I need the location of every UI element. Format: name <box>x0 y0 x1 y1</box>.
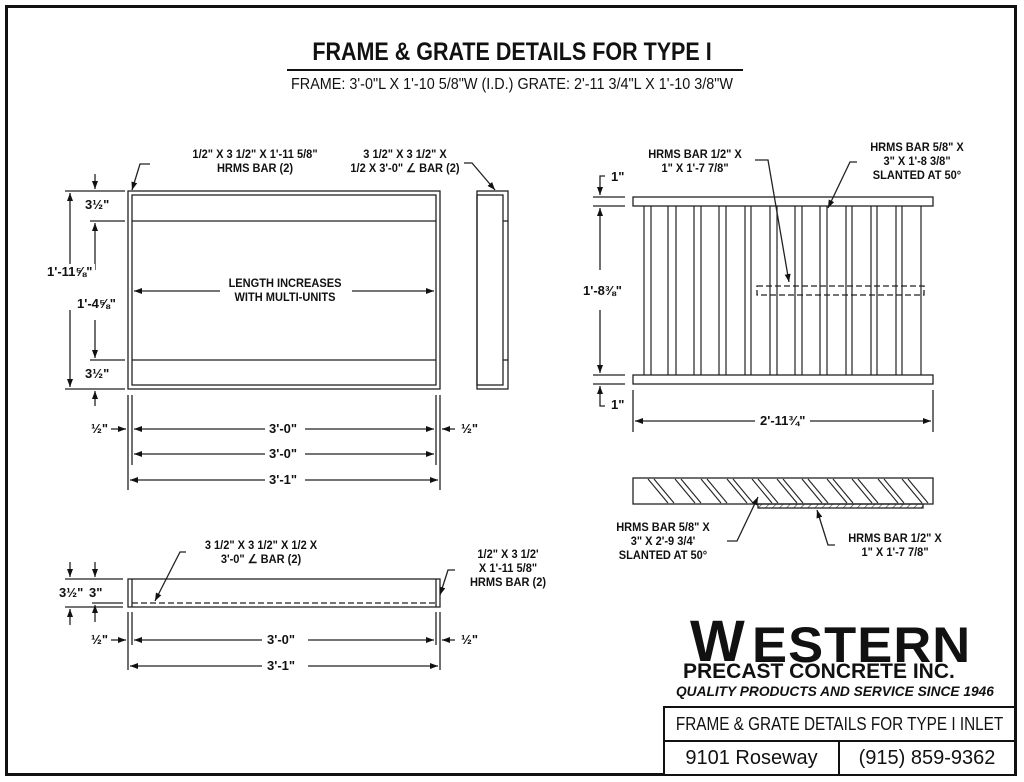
dim-grate-length: 2'-11¾" <box>757 413 809 428</box>
callout-line: HRMS BAR 5/8" X <box>616 520 710 534</box>
frame-plan-angle-bar-callout: 3 1/2" X 3 1/2" X 1/2 X 3'-0" ∠ BAR (2) <box>345 147 465 175</box>
drawing-title: FRAME & GRATE DETAILS FOR TYPE I <box>312 38 712 66</box>
note-line: WITH MULTI-UNITS <box>234 290 336 304</box>
dim-right-gap: ½" <box>458 421 482 436</box>
callout-line: HRMS BAR 1/2" X <box>848 531 942 545</box>
dim-inner-width: 1'-4⅝" <box>74 296 119 311</box>
grate-plan-slanted-bar-callout: HRMS BAR 5/8" X 3" X 1'-8 3/8" SLANTED A… <box>862 140 972 182</box>
dim-elev-right-gap: ½" <box>458 632 482 647</box>
callout-line: SLANTED AT 50° <box>618 548 708 562</box>
dim-inner-length: 3'-0" <box>266 421 301 436</box>
callout-line: HRMS BAR 1/2" X <box>648 147 742 161</box>
callout-line: SLANTED AT 50° <box>872 168 962 182</box>
dim-top-flange: 3½" <box>82 197 113 212</box>
callout-line: HRMS BAR 5/8" X <box>870 140 964 154</box>
frame-elevation-hrms-bar-callout: 1/2" X 3 1/2' X 1'-11 5/8" HRMS BAR (2) <box>462 547 554 589</box>
callout-line: 1" X 1'-7 7/8" <box>661 161 729 175</box>
dim-overall-length: 3'-1" <box>266 472 301 487</box>
frame-elevation-angle-bar-callout: 3 1/2" X 3 1/2" X 1/2 X 3'-0" ∠ BAR (2) <box>192 538 330 566</box>
logo-w-mark: W <box>690 609 745 674</box>
dim-elev-overall-length: 3'-1" <box>264 658 299 673</box>
grate-plan-cross-bar-callout: HRMS BAR 1/2" X 1" X 1'-7 7/8" <box>635 147 755 175</box>
logo-wordmark: ESTERN <box>752 617 972 673</box>
grate-section-cross-bar-callout: HRMS BAR 1/2" X 1" X 1'-7 7/8" <box>840 531 950 559</box>
frame-plan-view <box>65 162 509 490</box>
dim-grate-bottom-bar: 1" <box>608 397 628 412</box>
grate-section-slanted-bar-callout: HRMS BAR 5/8" X 3" X 2'-9 3/4' SLANTED A… <box>603 520 723 562</box>
callout-line: 1/2 X 3'-0" ∠ BAR (2) <box>350 161 460 175</box>
callout-line: 3'-0" ∠ BAR (2) <box>220 552 302 566</box>
dim-length: 3'-0" <box>266 446 301 461</box>
frame-plan-hrms-bar-callout: 1/2" X 3 1/2" X 1'-11 5/8" HRMS BAR (2) <box>149 147 361 175</box>
callout-line: 3" X 2'-9 3/4' <box>630 534 696 548</box>
frame-elevation-view <box>65 551 455 670</box>
company-name: PRECAST CONCRETE INC. <box>683 660 955 683</box>
callout-line: 3 1/2" X 3 1/2" X <box>363 147 447 161</box>
dim-grate-top-bar: 1" <box>608 169 628 184</box>
callout-line: 1/2" X 3 1/2" X 1'-11 5/8" <box>192 147 318 161</box>
callout-line: 3" X 1'-8 3/8" <box>883 154 951 168</box>
title-block-title-text: FRAME & GRATE DETAILS FOR TYPE I INLET <box>675 713 1004 734</box>
grate-section-view <box>632 477 934 546</box>
callout-line: 3 1/2" X 3 1/2" X 1/2 X <box>204 538 318 552</box>
grate-plan-view <box>593 159 934 432</box>
title-block-address: 9101 Roseway <box>663 740 840 776</box>
callout-line: 1" X 1'-7 7/8" <box>861 545 929 559</box>
dim-left-gap: ½" <box>88 421 112 436</box>
dim-elev-length: 3'-0" <box>264 632 299 647</box>
dim-grate-height: 1'-8⅜" <box>580 283 625 298</box>
callout-line: HRMS BAR (2) <box>216 161 294 175</box>
callout-line: 1/2" X 3 1/2' <box>477 547 539 561</box>
drawing-sheet-border <box>5 5 1017 776</box>
company-tagline: QUALITY PRODUCTS AND SERVICE SINCE 1946 <box>676 683 994 699</box>
title-underline <box>287 69 743 71</box>
dim-bottom-flange: 3½" <box>82 366 113 381</box>
callout-line: HRMS BAR (2) <box>469 575 547 589</box>
dim-elev-left-gap: ½" <box>88 632 112 647</box>
dim-elev-outer-height: 3½" <box>56 585 87 600</box>
title-block-phone: (915) 859-9362 <box>838 740 1016 776</box>
drawing-subtitle: FRAME: 3'-0"L X 1'-10 5/8"W (I.D.) GRATE… <box>291 76 733 93</box>
dim-overall-width: 1'-11⅝" <box>44 264 96 279</box>
callout-line: X 1'-11 5/8" <box>478 561 538 575</box>
dim-elev-inner-height: 3" <box>86 585 106 600</box>
frame-plan-center-note: LENGTH INCREASES WITH MULTI-UNITS <box>216 276 354 304</box>
title-block-drawing-title: FRAME & GRATE DETAILS FOR TYPE I INLET <box>663 706 1016 742</box>
note-line: LENGTH INCREASES <box>228 276 342 290</box>
